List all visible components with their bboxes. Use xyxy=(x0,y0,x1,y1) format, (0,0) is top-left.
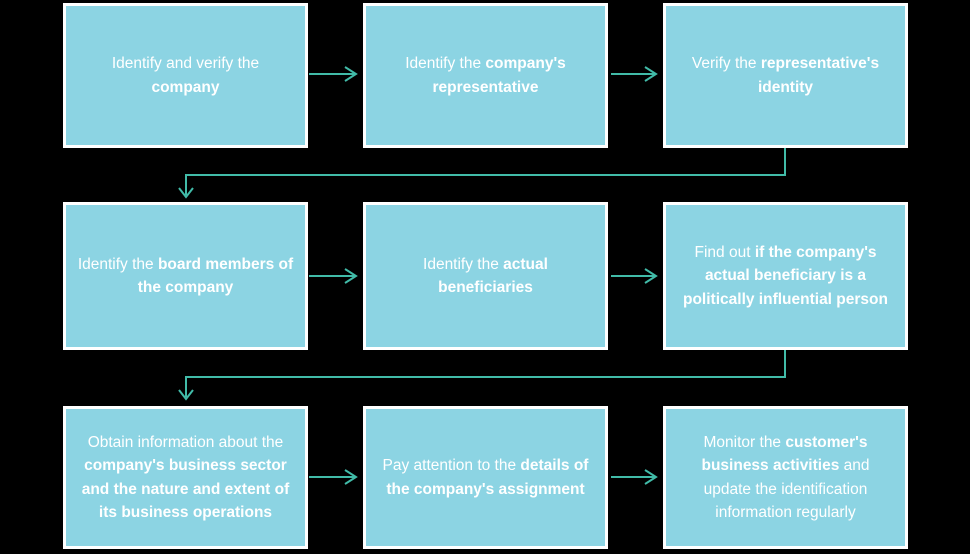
flow-step-identify-actual-beneficiaries: Identify the actual beneficiaries xyxy=(363,202,608,350)
flow-step-text: Find out if the company's actual benefic… xyxy=(683,244,888,308)
flow-step-text: Identify the actual beneficiaries xyxy=(423,255,548,296)
flow-step-text: Obtain information about the company's b… xyxy=(81,434,290,521)
flow-step-text: Pay attention to the details of the comp… xyxy=(382,457,589,498)
arrow-step1-step2 xyxy=(309,66,358,82)
arrow-step7-step8 xyxy=(309,469,358,485)
flow-step-text: Identify and verify the company xyxy=(111,55,260,96)
flow-step-text: Identify the company's representative xyxy=(405,55,566,96)
flow-step-text: Monitor the customer's business activiti… xyxy=(701,434,870,521)
arrow-step5-step6 xyxy=(611,268,658,284)
flow-step-politically-influential-person: Find out if the company's actual benefic… xyxy=(663,202,908,350)
flow-step-identify-board-members: Identify the board members of the compan… xyxy=(63,202,308,350)
arrow-step4-step5 xyxy=(309,268,358,284)
flow-step-assignment-details: Pay attention to the details of the comp… xyxy=(363,406,608,549)
connector-step3-step4 xyxy=(178,148,786,199)
flow-step-identify-company: Identify and verify the company xyxy=(63,3,308,148)
flow-step-text: Verify the representative's identity xyxy=(691,55,880,96)
flow-step-text: Identify the board members of the compan… xyxy=(77,255,294,296)
flow-step-verify-representative-identity: Verify the representative's identity xyxy=(663,3,908,148)
arrow-step2-step3 xyxy=(611,66,658,82)
connector-step6-step7 xyxy=(178,350,786,401)
flow-step-monitor-customer-activities: Monitor the customer's business activiti… xyxy=(663,406,908,549)
arrow-step8-step9 xyxy=(611,469,658,485)
flow-step-identify-representative: Identify the company's representative xyxy=(363,3,608,148)
flow-step-obtain-business-information: Obtain information about the company's b… xyxy=(63,406,308,549)
